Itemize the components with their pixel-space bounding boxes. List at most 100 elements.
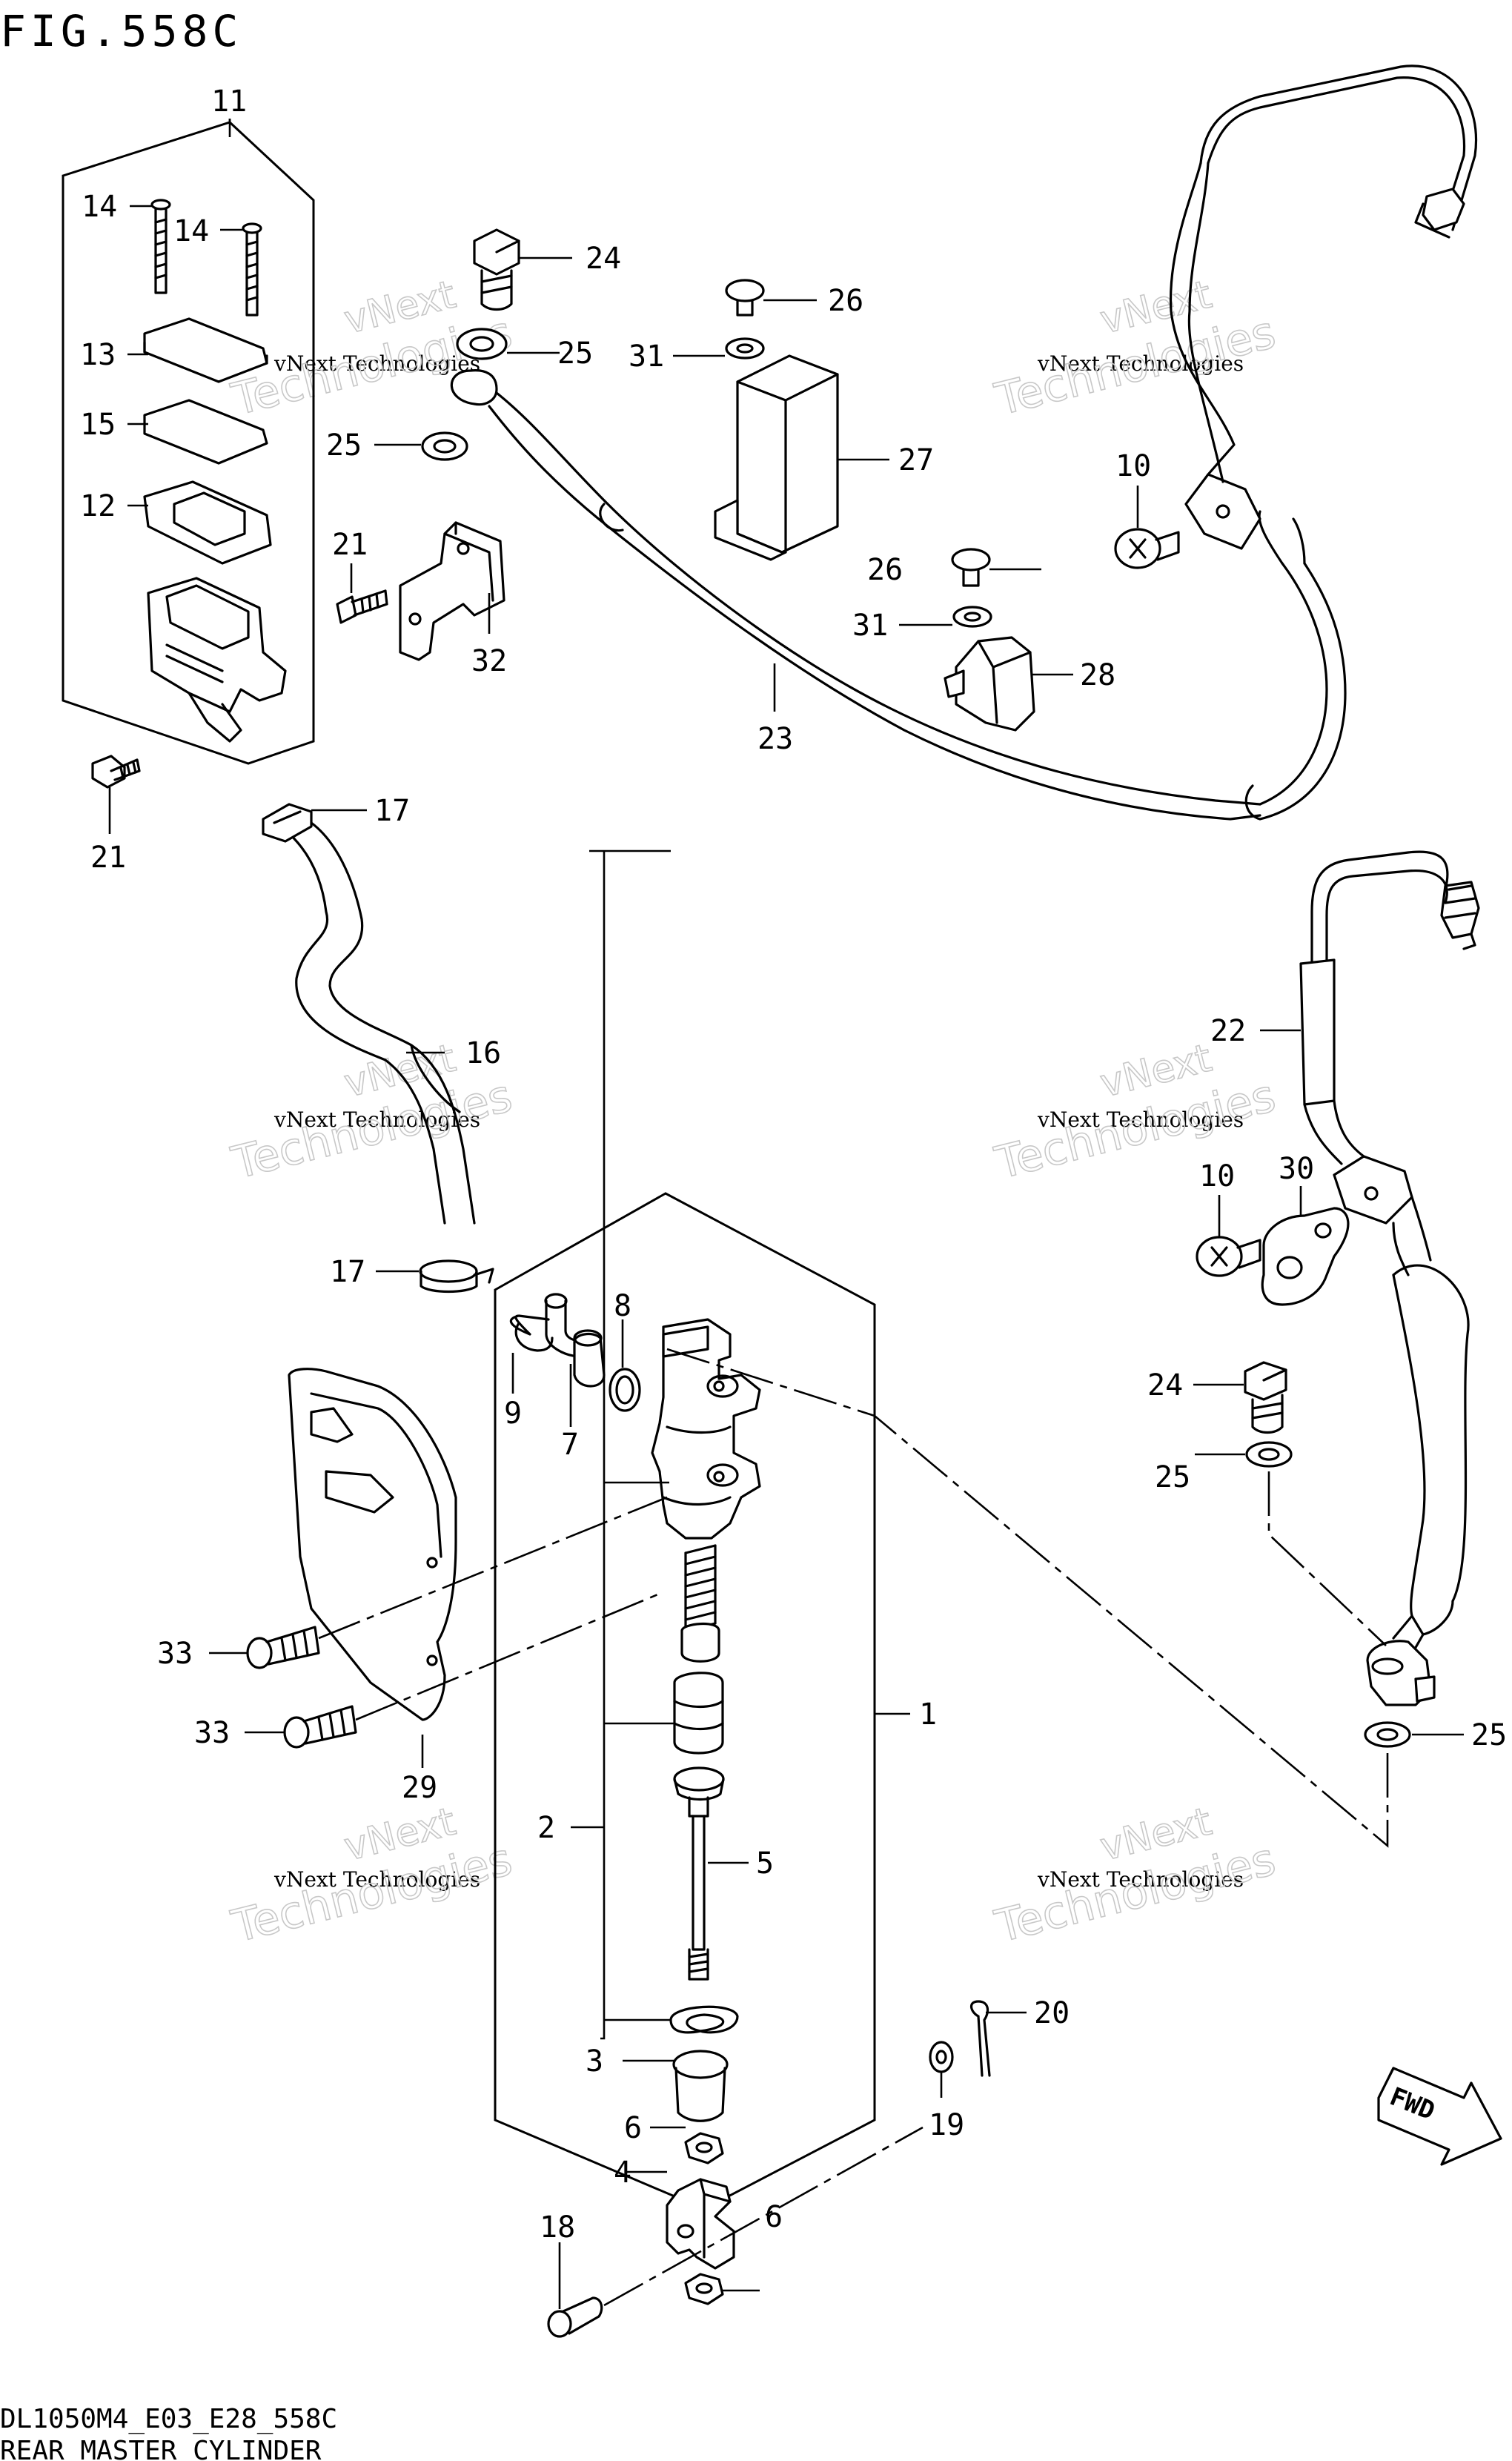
washer-25-mid — [421, 431, 468, 461]
clevis-4 — [666, 2178, 735, 2270]
callout-27: 27 — [898, 443, 934, 477]
screw-14-left — [150, 199, 171, 294]
dust-boot-3 — [672, 2050, 729, 2122]
callout-17: 17 — [374, 794, 410, 828]
callout-10: 10 — [1199, 1159, 1235, 1193]
master-cylinder-box — [494, 1192, 876, 2210]
washer-25-upper — [456, 328, 508, 360]
bolt-10-lower — [1196, 1236, 1261, 1277]
svg-text:vNext Technologies: vNext Technologies — [1037, 351, 1244, 376]
bolt-10-upper — [1114, 528, 1180, 569]
callout-6: 6 — [624, 2111, 642, 2145]
callout-9: 9 — [504, 1397, 522, 1431]
watermark-mid-right: vNext vNext Technologies Technologies — [989, 1036, 1281, 1190]
callout-15: 15 — [80, 408, 116, 442]
screw-26-upper — [725, 279, 765, 317]
callout-32: 32 — [471, 644, 507, 678]
union-bolt-24-lower — [1244, 1361, 1287, 1434]
clevis-pin-18 — [547, 2296, 603, 2338]
watermark-low-left: vNext vNext Technologies Technologies — [226, 1799, 517, 1954]
callout-25: 25 — [1471, 1718, 1507, 1752]
master-cylinder-body — [651, 1318, 761, 1540]
washer-25-right-upper — [1245, 1441, 1293, 1468]
callout-24: 24 — [586, 242, 621, 276]
screw-26-lower — [951, 548, 991, 587]
reservoir-plate-15 — [143, 399, 268, 465]
hose-guide-27 — [714, 354, 839, 561]
callout-3: 3 — [586, 2044, 603, 2079]
heel-guard-29 — [288, 1368, 457, 1721]
svg-text:vNext Technologies: vNext Technologies — [273, 1107, 480, 1132]
figure-title: FIG.558C — [0, 6, 242, 56]
push-rod-5 — [673, 1766, 725, 1981]
callout-23: 23 — [757, 722, 793, 756]
callout-13: 13 — [80, 338, 116, 372]
callout-16: 16 — [465, 1036, 501, 1070]
hose-clamp-17-upper — [262, 803, 313, 843]
callout-33: 33 — [194, 1716, 230, 1750]
callout-19: 19 — [929, 2108, 964, 2142]
callout-25: 25 — [326, 428, 362, 463]
fwd-direction-arrow: FWD — [1377, 2067, 1502, 2166]
callout-18: 18 — [540, 2210, 575, 2245]
callout-8: 8 — [614, 1289, 631, 1323]
screw-14-right — [242, 222, 262, 317]
callout-6: 6 — [765, 2200, 783, 2234]
callout-10: 10 — [1115, 449, 1151, 483]
reservoir-assembly-group — [62, 119, 315, 765]
callout-14: 14 — [82, 190, 117, 224]
nut-6-lower — [684, 2273, 724, 2305]
bolt-33-lower — [283, 1705, 357, 1749]
snap-ring-9 — [509, 1314, 550, 1336]
watermark-low-right: vNext vNext Technologies Technologies — [989, 1799, 1281, 1954]
callout-30: 30 — [1279, 1152, 1314, 1186]
watermark-top-right: vNext vNext Technologies Technologies — [989, 272, 1281, 427]
figure-caption: REAR MASTER CYLINDER — [0, 2436, 322, 2461]
union-bolt-24-upper — [473, 228, 520, 311]
callout-22: 22 — [1210, 1014, 1246, 1048]
washer-31-upper — [725, 337, 765, 360]
hose-clamp-28 — [944, 636, 1035, 732]
svg-text:vNext Technologies: vNext Technologies — [1037, 1867, 1244, 1892]
brake-hose-23 — [450, 64, 1477, 821]
bracket-30 — [1261, 1207, 1350, 1306]
svg-text:vNext Technologies: vNext Technologies — [273, 1867, 480, 1892]
callout-25: 25 — [1155, 1460, 1190, 1494]
callout-31: 31 — [852, 609, 888, 643]
callout-25: 25 — [557, 337, 593, 371]
hose-connector-7 — [544, 1293, 606, 1388]
brake-hose-22 — [1299, 850, 1480, 1706]
callout-labels: 11 14 14 13 15 12 21 21 24 25 25 26 31 2… — [80, 85, 1507, 2245]
callout-2: 2 — [537, 1811, 555, 1845]
callout-14: 14 — [173, 214, 209, 248]
callout-26: 26 — [828, 284, 863, 318]
o-ring-8 — [609, 1368, 641, 1412]
svg-text:vNext Technologies: vNext Technologies — [1037, 1107, 1244, 1132]
callout-33: 33 — [157, 1637, 193, 1671]
callout-24: 24 — [1147, 1368, 1183, 1402]
washer-19 — [929, 2041, 954, 2073]
callout-28: 28 — [1080, 658, 1115, 692]
leader-lines — [108, 119, 1464, 2309]
model-code: DL1050M4_E03_E28_558C — [0, 2404, 337, 2434]
callout-1: 1 — [919, 1697, 937, 1732]
callout-11: 11 — [211, 85, 247, 119]
bolt-21-lower — [91, 755, 141, 789]
callout-21: 21 — [90, 841, 126, 875]
washer-25-right-lower — [1364, 1721, 1411, 1748]
callout-21: 21 — [332, 528, 368, 562]
callout-12: 12 — [80, 489, 116, 523]
bolt-33-upper — [246, 1626, 320, 1669]
hose-clamp-17-lower — [419, 1259, 494, 1294]
callout-31: 31 — [629, 339, 664, 374]
callout-29: 29 — [402, 1771, 437, 1805]
svg-text:vNext Technologies: vNext Technologies — [273, 351, 480, 376]
callout-5: 5 — [756, 1846, 774, 1881]
callout-20: 20 — [1034, 1996, 1070, 2030]
circlip — [669, 2005, 739, 2034]
bracket-32 — [399, 521, 505, 661]
washer-31-lower — [952, 606, 992, 628]
callout-17: 17 — [330, 1255, 365, 1289]
callout-26: 26 — [867, 553, 903, 587]
